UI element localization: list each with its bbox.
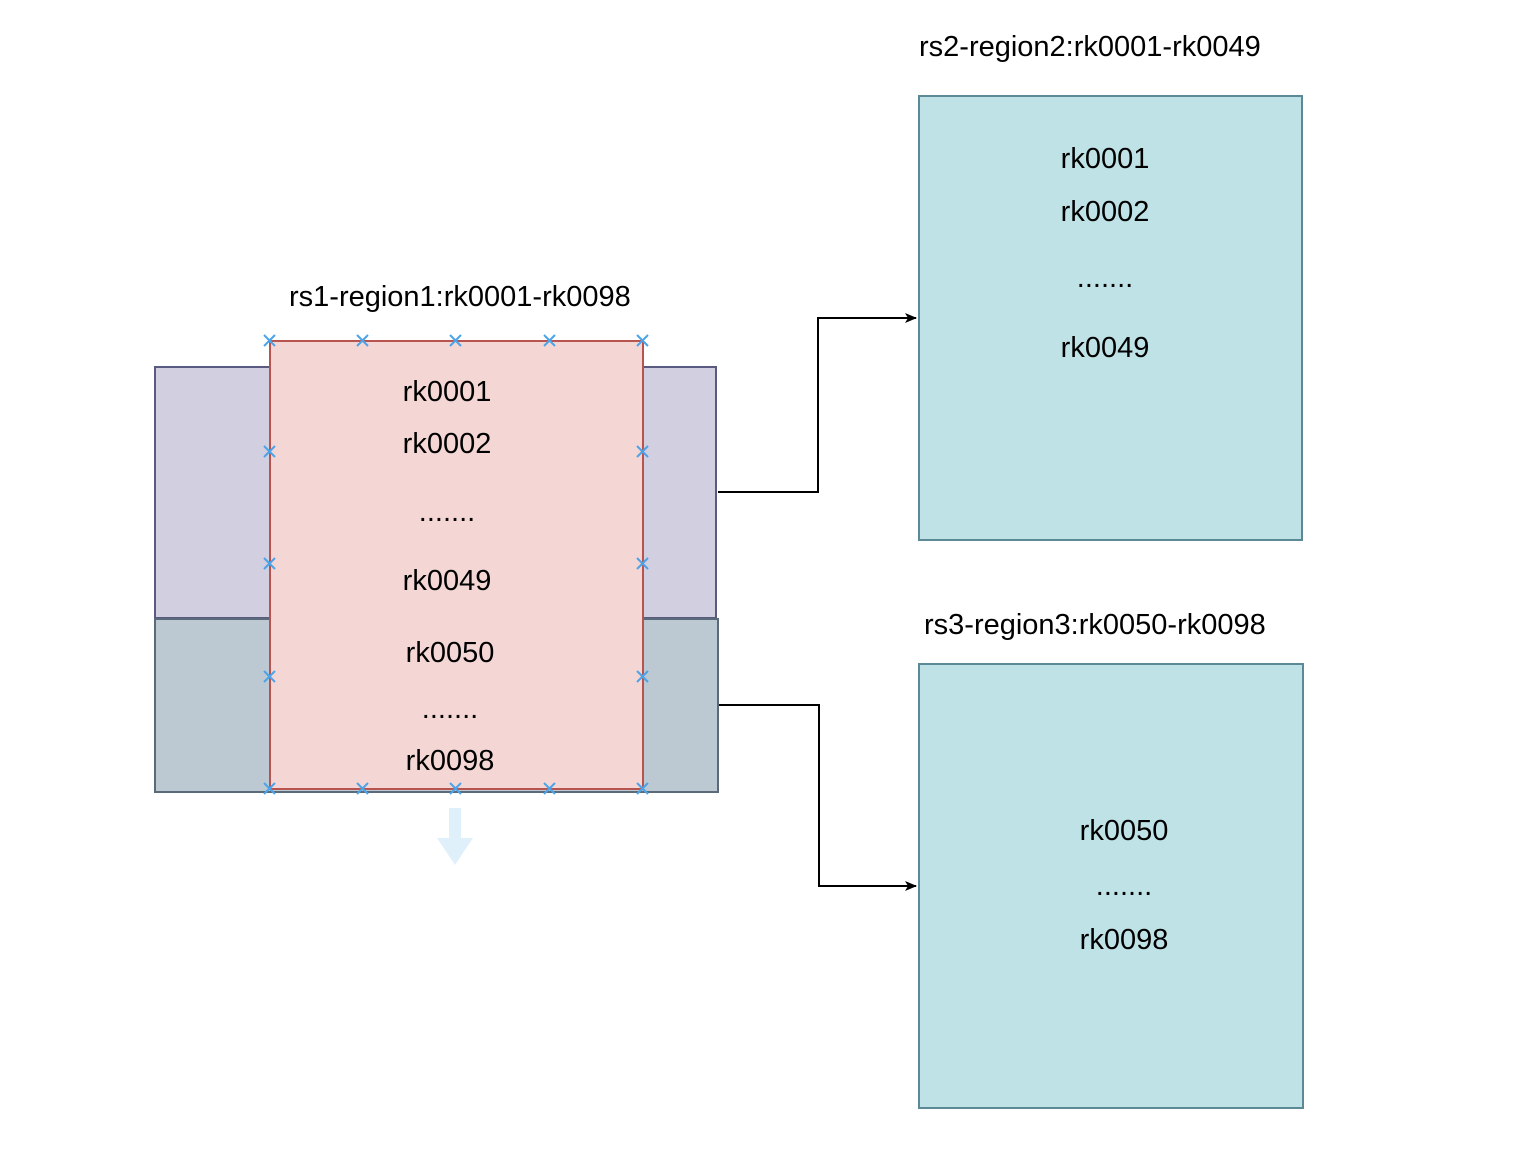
region2-row: rk0002 xyxy=(1060,196,1150,228)
region3-row: rk0050 xyxy=(1079,815,1169,847)
region2-title: rs2-region2:rk0001-rk0049 xyxy=(919,31,1261,63)
region1-row: ....... xyxy=(421,693,479,725)
region2-box[interactable] xyxy=(918,95,1303,541)
region1-row: ....... xyxy=(418,496,476,528)
connector-to-region2[interactable] xyxy=(718,313,917,493)
region2-row: ....... xyxy=(1076,262,1134,294)
region1-row: rk0001 xyxy=(402,376,492,408)
region1-row: rk0050 xyxy=(405,637,495,669)
region3-box[interactable] xyxy=(918,663,1304,1109)
drag-down-arrow-icon[interactable] xyxy=(437,808,473,865)
region1-row: rk0002 xyxy=(402,428,492,460)
region3-row: rk0098 xyxy=(1079,924,1169,956)
region1-row: rk0049 xyxy=(402,565,492,597)
region3-title: rs3-region3:rk0050-rk0098 xyxy=(924,609,1266,641)
region2-row: rk0049 xyxy=(1060,332,1150,364)
connector-to-region3[interactable] xyxy=(719,704,917,891)
region3-row: ....... xyxy=(1095,870,1153,902)
region1-title: rs1-region1:rk0001-rk0098 xyxy=(289,281,631,313)
region2-row: rk0001 xyxy=(1060,143,1150,175)
region1-row: rk0098 xyxy=(405,745,495,777)
